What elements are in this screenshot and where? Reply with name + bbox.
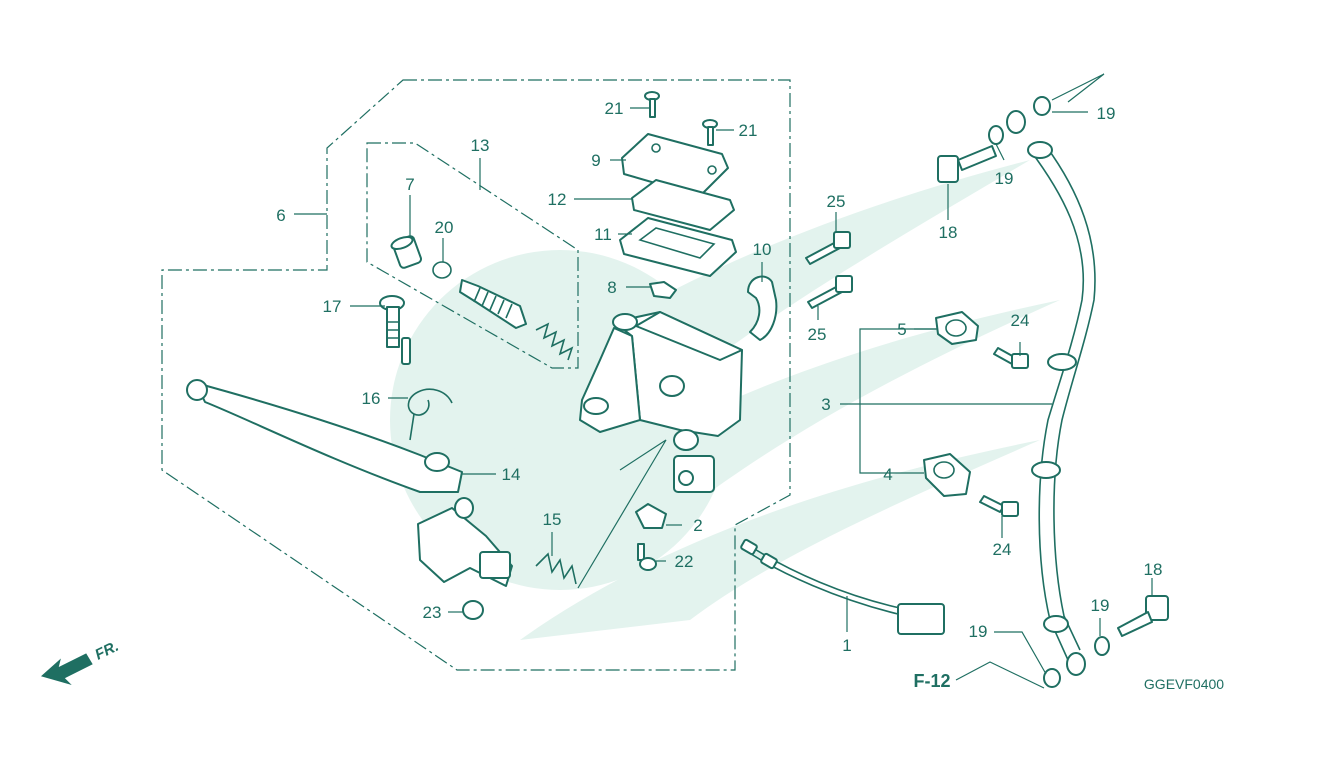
clamp-bolt-part — [979, 495, 1019, 517]
master-cylinder-holder-part — [747, 275, 778, 341]
callout-12: 12 — [548, 190, 567, 209]
front-direction-label: FR. — [92, 638, 121, 664]
pivot-bolt-part — [379, 295, 411, 365]
callout-16: 16 — [362, 389, 381, 408]
pivot-nut-cap-part — [462, 600, 484, 620]
hose-clamp-part — [935, 311, 979, 345]
callout-18-top: 18 — [939, 223, 958, 242]
callout-20: 20 — [435, 218, 454, 237]
callout-5: 5 — [897, 320, 906, 339]
callout-7: 7 — [405, 175, 414, 194]
brake-lever-part — [186, 379, 463, 493]
callout-25-top: 25 — [827, 192, 846, 211]
piston-boot-part — [390, 235, 422, 269]
sealing-washer-part — [988, 125, 1004, 145]
callout-10: 10 — [753, 240, 772, 259]
callout-6: 6 — [276, 206, 285, 225]
lever-bracket-part — [417, 497, 513, 587]
brake-switch-wire-part — [740, 538, 945, 635]
callout-22: 22 — [675, 552, 694, 571]
callout-25-bottom: 25 — [808, 325, 827, 344]
callout-21-right: 21 — [739, 121, 758, 140]
brake-hose-part — [1006, 110, 1096, 676]
front-direction-arrow-icon — [40, 653, 93, 686]
oil-bolt-part — [1117, 595, 1169, 637]
callout-2: 2 — [693, 516, 702, 535]
cap-screw-part — [644, 91, 660, 118]
leader-lines — [294, 73, 1153, 689]
sealing-washer-part — [1094, 636, 1110, 656]
piston-spring-part — [535, 322, 574, 361]
master-cylinder-body-part — [579, 311, 743, 493]
circlip-part — [432, 261, 452, 279]
brake-light-switch-part — [635, 503, 667, 529]
callout-23: 23 — [423, 603, 442, 622]
callout-19-top-right: 19 — [1097, 104, 1116, 123]
piston-set-outline — [366, 142, 579, 369]
holder-bolt-part — [805, 231, 851, 265]
hose-clamp-part — [923, 453, 971, 497]
diaphragm-plate-part — [631, 179, 735, 231]
callout-8: 8 — [607, 278, 616, 297]
callout-1: 1 — [842, 636, 851, 655]
switch-spring-part — [535, 552, 577, 585]
callout-3: 3 — [821, 395, 830, 414]
callout-19-bottom-left: 19 — [969, 622, 988, 641]
callout-15: 15 — [543, 510, 562, 529]
callout-4: 4 — [883, 465, 892, 484]
callout-18-bottom: 18 — [1144, 560, 1163, 579]
reservoir-cap-part — [621, 133, 729, 197]
master-cylinder-assembly-outline — [161, 79, 791, 671]
clamp-bolt-part — [993, 347, 1029, 369]
callout-19-top-left: 19 — [995, 169, 1014, 188]
callout-24-top: 24 — [1011, 311, 1030, 330]
reservoir-fitting-part — [649, 281, 677, 299]
oil-bolt-part — [937, 145, 997, 183]
drawing-code: GGEVF0400 — [1144, 676, 1224, 692]
callout-14: 14 — [502, 465, 521, 484]
switch-screw-part — [637, 543, 657, 571]
callout-13: 13 — [471, 136, 490, 155]
callout-9: 9 — [591, 151, 600, 170]
sealing-washer-part — [1033, 96, 1051, 116]
sealing-washer-part — [1043, 668, 1061, 688]
page-reference-link[interactable]: F-12 — [913, 671, 950, 691]
piston-part — [459, 279, 527, 329]
cap-screw-part — [702, 119, 718, 146]
callout-17: 17 — [323, 297, 342, 316]
diaphragm-part — [619, 217, 737, 277]
holder-bolt-part — [807, 275, 853, 309]
callout-11: 11 — [594, 225, 612, 244]
callout-24-bottom: 24 — [993, 540, 1012, 559]
callout-21-left: 21 — [605, 99, 624, 118]
callout-19-bottom-right: 19 — [1091, 596, 1110, 615]
lever-spring-part — [407, 388, 453, 441]
